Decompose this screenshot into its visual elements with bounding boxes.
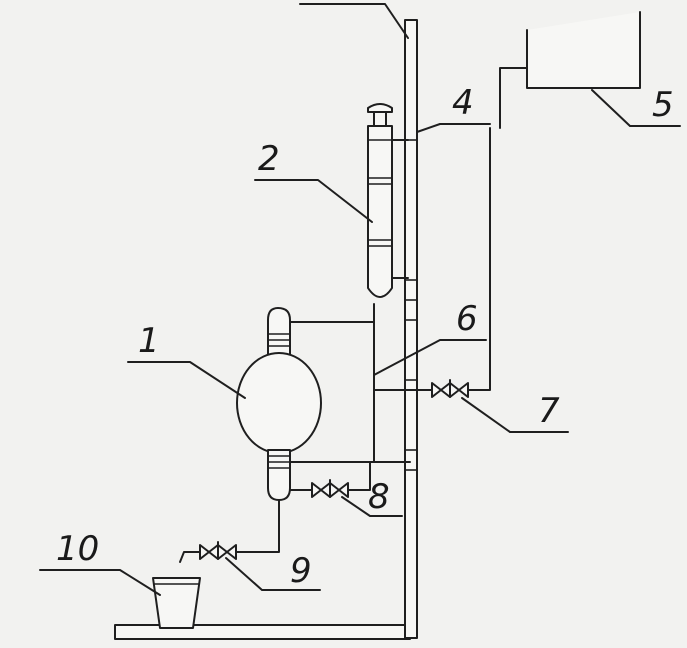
label-1: 1	[138, 321, 160, 361]
label-6: 6	[456, 299, 478, 339]
burette-stopper	[367, 103, 393, 113]
stand-rod	[404, 19, 418, 639]
flask-bulb	[236, 352, 322, 454]
drain-pipe	[235, 499, 280, 553]
supply-pipe	[467, 127, 491, 391]
label-4: 4	[452, 83, 474, 123]
burette-leader	[254, 179, 373, 223]
beaker-leader	[39, 569, 161, 596]
drain-spout	[179, 551, 201, 563]
valve-9[interactable]	[199, 541, 237, 560]
tank-outlet-pipe	[499, 67, 528, 129]
flask-leader	[127, 361, 246, 399]
tank-leader	[591, 89, 681, 127]
label-7: 7	[538, 391, 560, 431]
stand-leader	[299, 3, 409, 39]
valve-7[interactable]	[431, 379, 469, 398]
flask-bottom-tube	[267, 449, 291, 501]
flask-top-tube	[267, 307, 291, 357]
beaker	[152, 577, 201, 629]
burette	[367, 125, 393, 298]
tank	[526, 11, 641, 89]
valve-8-leader	[341, 496, 403, 517]
burette-neck	[373, 111, 387, 127]
valve-8[interactable]	[311, 479, 349, 498]
valve-8-pipe-right	[347, 461, 371, 491]
label-8: 8	[368, 477, 390, 517]
label-2: 2	[258, 139, 280, 179]
pipe-leader	[373, 339, 487, 376]
label-5: 5	[652, 85, 674, 125]
label-10: 10	[56, 529, 99, 569]
tube-leader	[416, 123, 491, 133]
valve-7-leader	[461, 397, 569, 433]
label-9: 9	[290, 551, 312, 591]
valve-9-leader	[225, 557, 321, 591]
